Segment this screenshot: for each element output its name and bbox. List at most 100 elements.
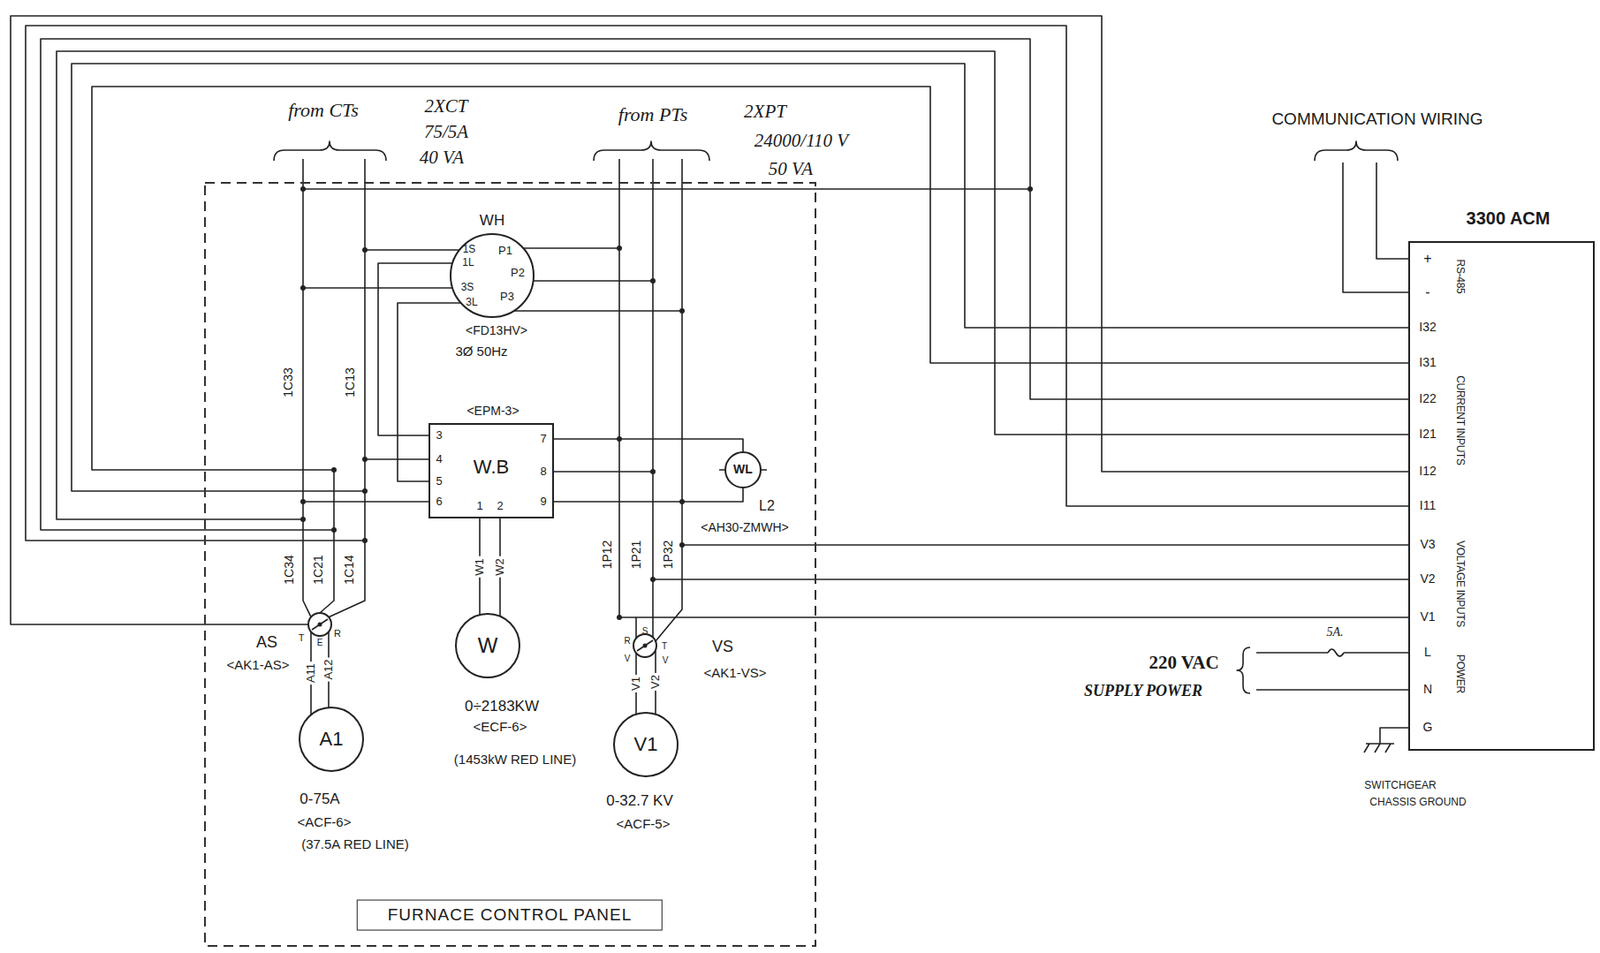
- circle-outline: [725, 452, 761, 488]
- meter-range: 0÷2183KW: [462, 698, 541, 716]
- brace: [1236, 647, 1251, 694]
- red-line-note: (1453kW RED LINE): [452, 752, 578, 768]
- circle-outline: [450, 234, 534, 318]
- junction-dot: [300, 186, 306, 192]
- pin-number: 8: [539, 465, 546, 478]
- panel-title: FURNACE CONTROL PANEL: [356, 900, 663, 932]
- junction-dot: [362, 456, 368, 463]
- pt-wire: [523, 247, 620, 250]
- pt-wire: [655, 159, 683, 642]
- device-tag: L2: [757, 498, 777, 515]
- model-code: <AH30-ZMWH>: [698, 521, 791, 535]
- terminal-label: -: [1425, 284, 1430, 301]
- current-loop-wire: [40, 38, 1409, 531]
- meter-range: 0-32.7 KV: [604, 793, 675, 811]
- pin-number: 1: [476, 500, 483, 513]
- device-tag: WL: [733, 462, 753, 477]
- pin-number: 4: [435, 453, 442, 466]
- terminal-label: P1: [498, 244, 513, 258]
- meter-range: 0-75A: [297, 791, 342, 809]
- model-code: <ECF-6>: [471, 720, 530, 736]
- junction-dot: [300, 285, 306, 291]
- terminal-label: V3: [1419, 538, 1435, 552]
- terminal-label: P2: [510, 266, 525, 280]
- ct-wire: [303, 500, 429, 503]
- junction-dot: [300, 499, 306, 505]
- switch-pivot: [643, 644, 648, 649]
- terminal-label: 1L: [462, 257, 474, 269]
- current-loop-wire: [25, 25, 1409, 541]
- wire-label: V2: [649, 673, 662, 691]
- wire-number: 1C34: [282, 553, 296, 586]
- junction-dot: [616, 245, 622, 251]
- pin-number: 5: [435, 475, 442, 488]
- junction-dot: [1027, 186, 1033, 192]
- pt-wire: [514, 310, 683, 312]
- ground-note: SWITCHGEAR: [1362, 780, 1438, 792]
- switch-blade: [311, 619, 328, 630]
- model-code: <AK1-VS>: [704, 666, 767, 682]
- device-title: 3300 ACM: [1466, 208, 1551, 228]
- supply-note: 220 VAC: [1146, 652, 1221, 674]
- ammeter-switch: AS<AK1-AS>TER: [298, 606, 342, 643]
- wire-connector: [553, 439, 744, 453]
- power-meter-box: 3300 ACM+-I32I31I22I21I12I11V3V2V1LNGRS-…: [1408, 241, 1595, 751]
- indicator-lamp: WL: [724, 451, 762, 489]
- rating-note: 2XPT: [742, 101, 789, 122]
- bracket: [273, 141, 387, 161]
- terminal-label: S: [642, 626, 649, 637]
- meter-tag: A1: [319, 728, 344, 751]
- pin-number: 3: [435, 429, 442, 442]
- wire-number: 1P12: [600, 538, 615, 572]
- wire-label: W1: [473, 556, 486, 578]
- ground-symbol: [1364, 743, 1395, 753]
- terminal-label: I32: [1418, 320, 1436, 334]
- model-code: <ACF-6>: [295, 815, 354, 831]
- switch-blade: [636, 640, 653, 652]
- ct-wire: [303, 159, 311, 618]
- wire-number: 1C13: [343, 365, 357, 399]
- ct-wire: [328, 159, 365, 618]
- terminal-label: G: [1423, 720, 1434, 735]
- ground-note: CHASSIS GROUND: [1367, 796, 1468, 809]
- meter-tag: V1: [634, 734, 659, 756]
- comm-wire: [1342, 162, 1409, 293]
- power-wire: [1343, 652, 1409, 654]
- ammeter: A1: [298, 706, 364, 773]
- model-code: <EPM-3>: [466, 404, 519, 418]
- junction-dot: [331, 527, 337, 533]
- watt-hour-meter: WH1S1L3S3LP1P2P3: [449, 233, 535, 319]
- terminal-label: I11: [1419, 499, 1436, 513]
- fuse-rating: 5A.: [1324, 625, 1345, 639]
- pin-number: 2: [496, 500, 503, 513]
- wattmeter: W: [454, 613, 521, 679]
- bracket: [593, 141, 710, 161]
- terminal-label: L: [1424, 645, 1432, 660]
- current-loop-wire: [91, 86, 1409, 471]
- voltmeter-switch: VS<AK1-VS>RSTVV: [623, 628, 667, 664]
- terminal-label: V: [662, 655, 669, 666]
- circle-outline: [633, 634, 657, 658]
- device-tag: VS: [712, 638, 734, 657]
- meter-tag: W: [477, 634, 499, 658]
- wire-label: V1: [629, 674, 643, 693]
- terminal-label: T: [298, 632, 305, 644]
- supply-note: SUPPLY POWER: [1082, 682, 1205, 701]
- wire-label: A11: [304, 661, 318, 685]
- pt-wire: [553, 488, 744, 502]
- junction-dot: [331, 467, 337, 473]
- junction-dot: [362, 247, 368, 253]
- group-label: RS-485: [1453, 259, 1465, 295]
- bracket: [1314, 141, 1398, 161]
- terminal-label: E: [317, 637, 324, 648]
- wire-number: 1C14: [342, 553, 357, 586]
- terminal-label: I22: [1418, 392, 1436, 406]
- terminal-label: V1: [1419, 610, 1435, 624]
- terminal-label: N: [1423, 682, 1433, 697]
- power-wire: [1256, 652, 1328, 654]
- group-label: CURRENT INPUTS: [1453, 375, 1465, 466]
- wire-number: 1P32: [661, 538, 675, 572]
- voltage-wire: [652, 578, 1409, 581]
- source-note: from CTs: [286, 99, 361, 122]
- terminal-label: 3L: [465, 296, 478, 309]
